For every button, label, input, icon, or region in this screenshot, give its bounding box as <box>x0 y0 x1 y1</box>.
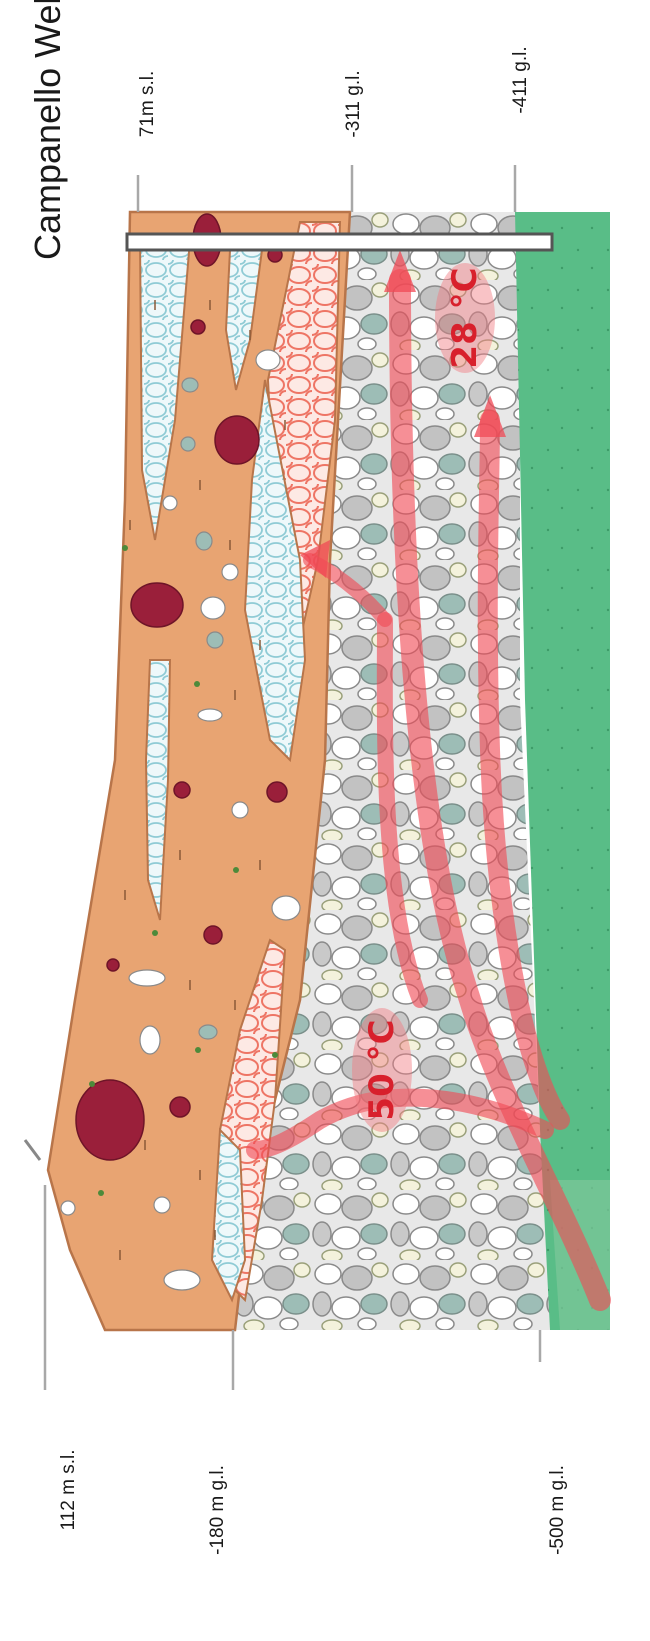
depth-label-500m: -500 m g.l. <box>546 1435 570 1585</box>
diagram-title: Campanello Well <box>26 60 70 260</box>
top-corner-mark <box>25 1140 40 1160</box>
depth-label-112m: 112 m s.l. <box>57 1415 81 1565</box>
well-casing <box>127 234 552 250</box>
depth-label-180m: -180 m g.l. <box>206 1435 230 1585</box>
depth-label-71m: 71m s.l. <box>136 29 160 179</box>
depth-label-311: -311 g.l. <box>342 29 366 179</box>
depth-label-411: -411 g.l. <box>509 5 533 155</box>
temperature-label-lower: 50 °C <box>362 1015 402 1125</box>
temperature-label-upper: 28 °C <box>445 263 485 373</box>
